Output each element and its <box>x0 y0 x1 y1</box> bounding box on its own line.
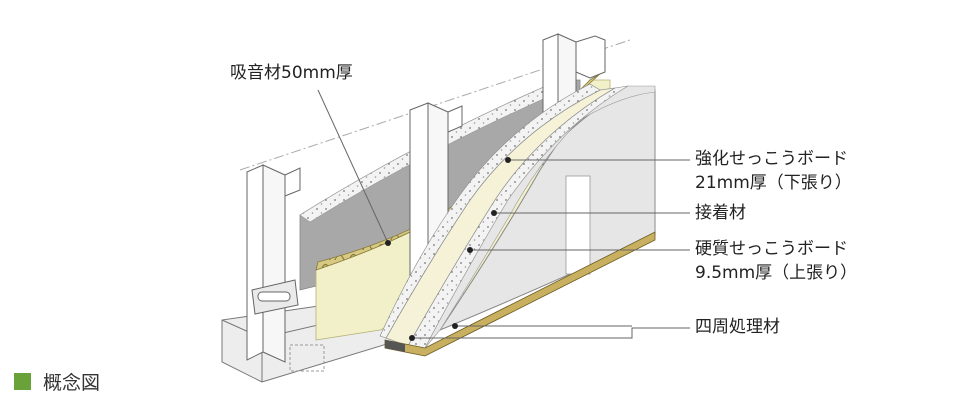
board-opening <box>565 175 591 275</box>
label-sound-absorbing: 吸音材50mm厚 <box>230 63 353 83</box>
label-adhesive: 接着材 <box>695 203 746 223</box>
label-reinforced-board-line2: 21mm厚（下張り） <box>695 173 852 193</box>
leader-dots <box>385 157 511 341</box>
legend: 概念図 <box>14 368 100 395</box>
legend-text: 概念図 <box>43 372 101 394</box>
label-edge-treatment: 四周処理材 <box>695 317 780 337</box>
legend-square-icon <box>14 373 31 390</box>
leader-lines <box>317 89 690 339</box>
anchor-dashed-box <box>289 344 325 372</box>
label-hard-board-line2: 9.5mm厚（上張り） <box>695 263 858 283</box>
reinforced-board-edge <box>379 83 601 339</box>
label-hard-board-line1: 硬質せっこうボード <box>695 239 848 259</box>
label-reinforced-board-line1: 強化せっこうボード <box>695 149 848 169</box>
